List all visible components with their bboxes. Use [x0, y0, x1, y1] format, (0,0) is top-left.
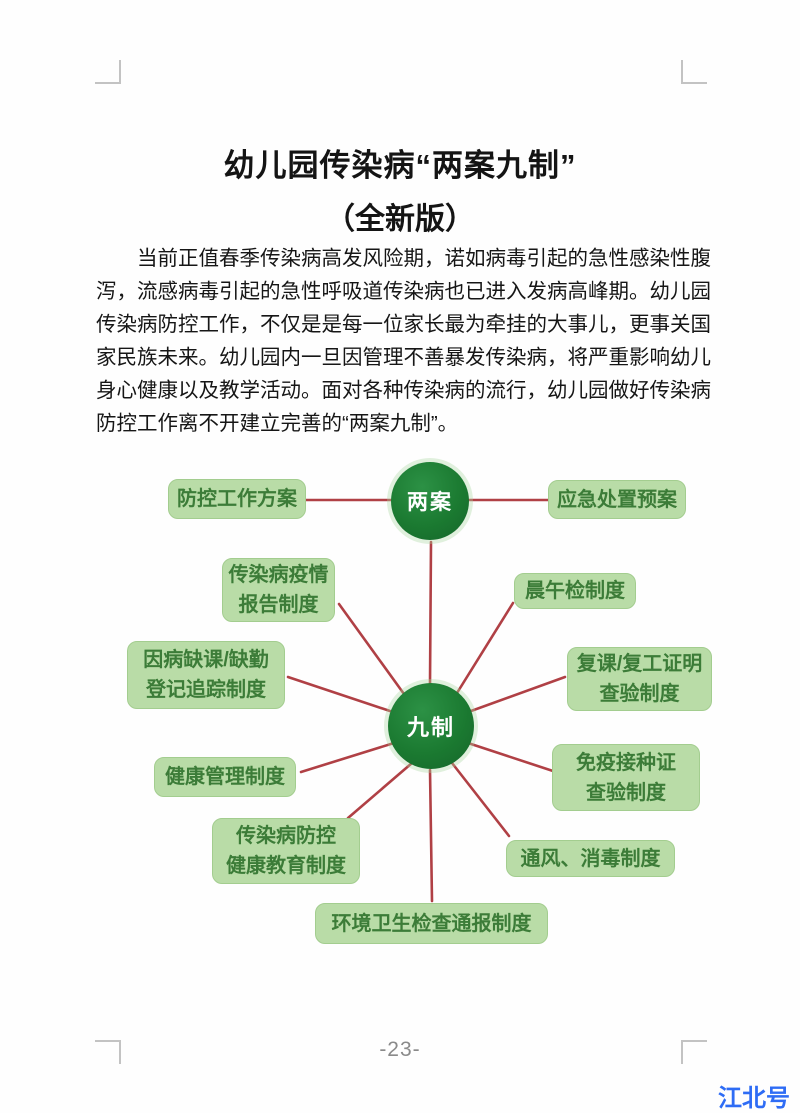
box-label: 环境卫生检查通报制度	[331, 912, 532, 935]
box-label: 报告制度	[238, 594, 319, 616]
node-two-plans: 两案	[391, 462, 469, 540]
paragraph-line: 传染病防控工作，不仅是是每一位家长最为牵挂的大事儿，更事关国	[96, 313, 711, 336]
box-health-management-system: 健康管理制度	[154, 757, 296, 797]
connector-absence-tracking	[286, 675, 392, 713]
box-return-certificate-inspection-system: 复课/复工证明 查验制度	[567, 647, 712, 711]
connector-return-certificate	[469, 675, 567, 713]
page-number: -23-	[379, 1038, 421, 1061]
box-epidemic-reporting-system: 传染病疫情 报告制度	[222, 558, 335, 622]
connector-health-management	[299, 741, 396, 774]
box-prevention-work-plan: 防控工作方案	[168, 479, 306, 519]
box-label: 健康教育制度	[226, 855, 346, 877]
corner-mark-bottom-left	[95, 1040, 121, 1064]
page-subtitle: （全新版）	[325, 203, 475, 236]
box-label: 查验制度	[599, 683, 680, 705]
watermark-jiangbeihao: 江北号	[718, 1085, 790, 1112]
box-emergency-response-plan: 应急处置预案	[548, 480, 686, 519]
paragraph-line: 防控工作离不开建立完善的“两案九制”。	[96, 412, 459, 435]
connector-environment-inspection	[428, 768, 434, 903]
box-label: 应急处置预案	[557, 488, 677, 511]
box-label: 防控工作方案	[177, 488, 297, 510]
node-nine-systems-label: 九制	[406, 715, 455, 740]
box-vaccination-certificate-inspection-system: 免疫接种证 查验制度	[552, 744, 700, 811]
connector-vaccination-certificate	[466, 741, 558, 774]
paragraph-line: 当前正值春季传染病高发风险期，诺如病毒引起的急性感染性腹	[137, 247, 711, 270]
corner-mark-top-left	[95, 60, 121, 84]
box-morning-noon-check-system: 晨午检制度	[514, 573, 636, 609]
connector-health-education	[346, 761, 414, 820]
corner-mark-bottom-right	[681, 1040, 707, 1064]
node-two-plans-label: 两案	[407, 491, 453, 514]
connector-ventilation-disinfection	[450, 761, 511, 838]
box-label: 免疫接种证	[576, 751, 676, 774]
page-title: 幼儿园传染病“两案九制”	[223, 148, 577, 183]
box-label: 健康管理制度	[165, 766, 285, 788]
node-nine-systems: 九制	[388, 683, 474, 769]
box-label: 通风、消毒制度	[520, 847, 661, 870]
body-paragraph: 当前正值春季传染病高发风险期，诺如病毒引起的急性感染性腹 泻，流感病毒引起的急性…	[96, 242, 711, 440]
box-health-education-system: 传染病防控 健康教育制度	[212, 818, 360, 884]
box-label: 查验制度	[586, 781, 666, 804]
box-label: 登记追踪制度	[146, 679, 266, 701]
paragraph-line: 家民族未来。幼儿园内一旦因管理不善暴发传染病，将严重影响幼儿	[96, 346, 711, 369]
connector-two-plans-nine-systems	[428, 540, 433, 686]
connector-morning-check	[455, 601, 515, 695]
box-environment-sanitation-inspection-system: 环境卫生检查通报制度	[315, 903, 548, 944]
corner-mark-top-right	[681, 60, 707, 84]
box-absence-registration-tracking-system: 因病缺课/缺勤 登记追踪制度	[127, 641, 285, 709]
box-label: 晨午检制度	[525, 580, 625, 602]
box-label: 传染病疫情	[228, 564, 329, 586]
paragraph-line: 泻，流感病毒引起的急性呼吸道传染病也已进入发病高峰期。幼儿园	[96, 280, 711, 303]
box-label: 因病缺课/缺勤	[143, 649, 269, 671]
box-label: 传染病防控	[236, 825, 336, 847]
paragraph-line: 身心健康以及教学活动。面对各种传染病的流行，幼儿园做好传染病	[96, 379, 711, 402]
connector-epidemic-reporting	[337, 602, 406, 696]
box-label: 复课/复工证明	[576, 653, 703, 675]
box-ventilation-disinfection-system: 通风、消毒制度	[506, 840, 675, 877]
